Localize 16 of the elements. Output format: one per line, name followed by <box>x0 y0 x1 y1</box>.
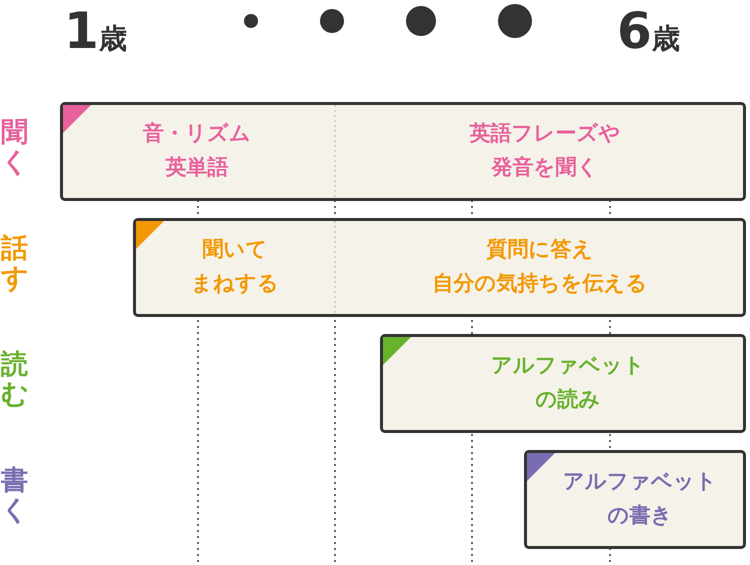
stage-bar <box>380 334 746 433</box>
skill-label: 話す <box>1 234 28 294</box>
stage-text: 質問に答え自分の気持ちを伝える <box>432 236 648 297</box>
stage-text: 聞いてまねする <box>191 236 279 297</box>
stage-text: 英語フレーズや発音を聞く <box>470 120 620 181</box>
stage-text: 音・リズム英単語 <box>143 120 251 181</box>
skill-label: 聞く <box>1 118 28 178</box>
skill-label: 読む <box>1 350 28 410</box>
stage-bar <box>60 102 746 201</box>
stage-bar <box>524 450 746 549</box>
skill-label: 書く <box>1 466 28 526</box>
stage-bar <box>133 218 746 317</box>
stage-text: アルファベットの読み <box>491 352 645 413</box>
age-label: 6歳 <box>617 2 680 60</box>
age-label: 1歳 <box>64 2 127 60</box>
stage-text: アルファベットの書き <box>563 468 717 529</box>
